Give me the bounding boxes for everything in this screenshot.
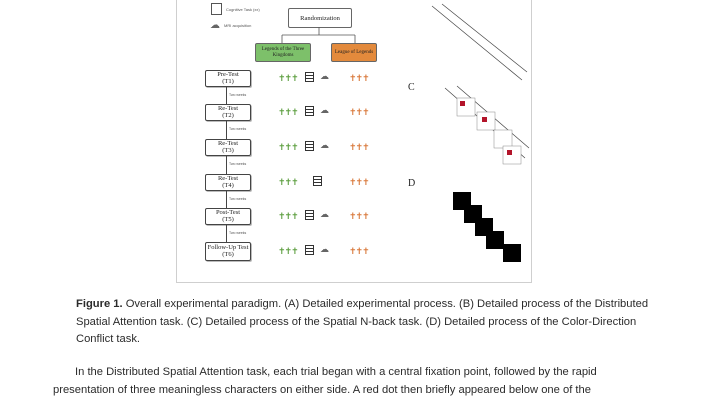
caption-label: Figure 1. [76,298,123,310]
test-box-t1: Pre-Test (T1) [205,70,251,87]
test-box-t2: Re-Test (T2) [205,104,251,121]
timeline-arrow [226,120,227,139]
interval-label: Two weeks [229,162,247,166]
timeline-arrow [226,155,227,174]
brain-icon: ☁ [320,244,329,254]
task-icon [305,210,314,220]
participants-icon: ✝✝✝ [349,73,370,83]
test-code: (T6) [222,250,234,258]
task-icon [305,141,314,151]
randomization-box: Randomization [288,8,352,28]
test-box-t6: Follow-Up Test (T6) [205,242,251,261]
test-box-t4: Re-Test (T4) [205,174,251,191]
task-icon [305,245,314,255]
body-line-1: In the Distributed Spatial Attention tas… [53,364,673,382]
task-icon [305,106,314,116]
legend-mri: ☁ MRI acquisition [210,20,251,31]
task-legend-icon [211,3,222,15]
test-name: Re-Test [217,105,239,112]
test-name: Re-Test [217,140,239,147]
participants-icon: ✝✝✝ [278,177,299,187]
participants-icon: ✝✝✝ [349,142,370,152]
caption-text: Overall experimental paradigm. (A) Detai… [76,298,649,345]
flow-connectors [281,3,530,262]
test-name: Post-Test [215,209,241,216]
participants-icon: ✝✝✝ [278,246,299,256]
test-name: Follow-Up Test [207,244,249,251]
group-legends-three-kingdoms: Legends of the Three Kingdoms [255,43,311,62]
participants-icon: ✝✝✝ [349,177,370,187]
body-line-1-text: In the Distributed Spatial Attention tas… [75,366,597,378]
brain-icon: ☁ [320,140,329,150]
participants-icon: ✝✝✝ [349,246,370,256]
legend-mri-label: MRI acquisition [224,23,252,28]
test-box-t3: Re-Test (T3) [205,139,251,156]
participants-icon: ✝✝✝ [349,107,370,117]
legend-cognitive-task-label: Cognitive Task (xx) [226,6,260,12]
timeline-arrow [226,190,227,208]
interval-label: Two weeks [229,197,247,201]
participants-icon: ✝✝✝ [278,73,299,83]
test-name: Re-Test [217,175,239,182]
brain-icon: ☁ [320,71,329,81]
brain-icon: ☁ [320,105,329,115]
test-code: (T2) [222,111,234,119]
body-line-2: presentation of three meaningless charac… [53,383,591,396]
test-code: (T4) [222,181,234,189]
test-box-t5: Post-Test (T5) [205,208,251,225]
timeline-arrow [226,86,227,104]
panel-letter-c: C [408,82,415,93]
test-code: (T1) [222,77,234,85]
body-paragraph: In the Distributed Spatial Attention tas… [53,364,673,399]
task-icon [305,72,314,82]
test-code: (T3) [222,146,234,154]
brain-icon: ☁ [210,20,220,31]
brain-icon: ☁ [320,209,329,219]
test-code: (T5) [222,215,234,223]
panel-letter-d: D [408,178,416,189]
legend-cognitive-task: Cognitive Task (xx) [211,3,260,15]
interval-label: Two weeks [229,231,247,235]
participants-icon: ✝✝✝ [278,142,299,152]
participants-icon: ✝✝✝ [278,107,299,117]
participants-icon: ✝✝✝ [349,211,370,221]
interval-label: Two weeks [229,127,247,131]
timeline-arrow [226,224,227,242]
task-icon [313,176,322,186]
participants-icon: ✝✝✝ [278,211,299,221]
figure-caption: Figure 1. Overall experimental paradigm.… [76,296,656,349]
figure-1-panel: Cognitive Task (xx) ☁ MRI acquisition Ra… [176,0,532,283]
test-name: Pre-Test [217,71,239,78]
interval-label: Two weeks [229,93,247,97]
group-league-of-legends: League of Legends [331,43,377,62]
